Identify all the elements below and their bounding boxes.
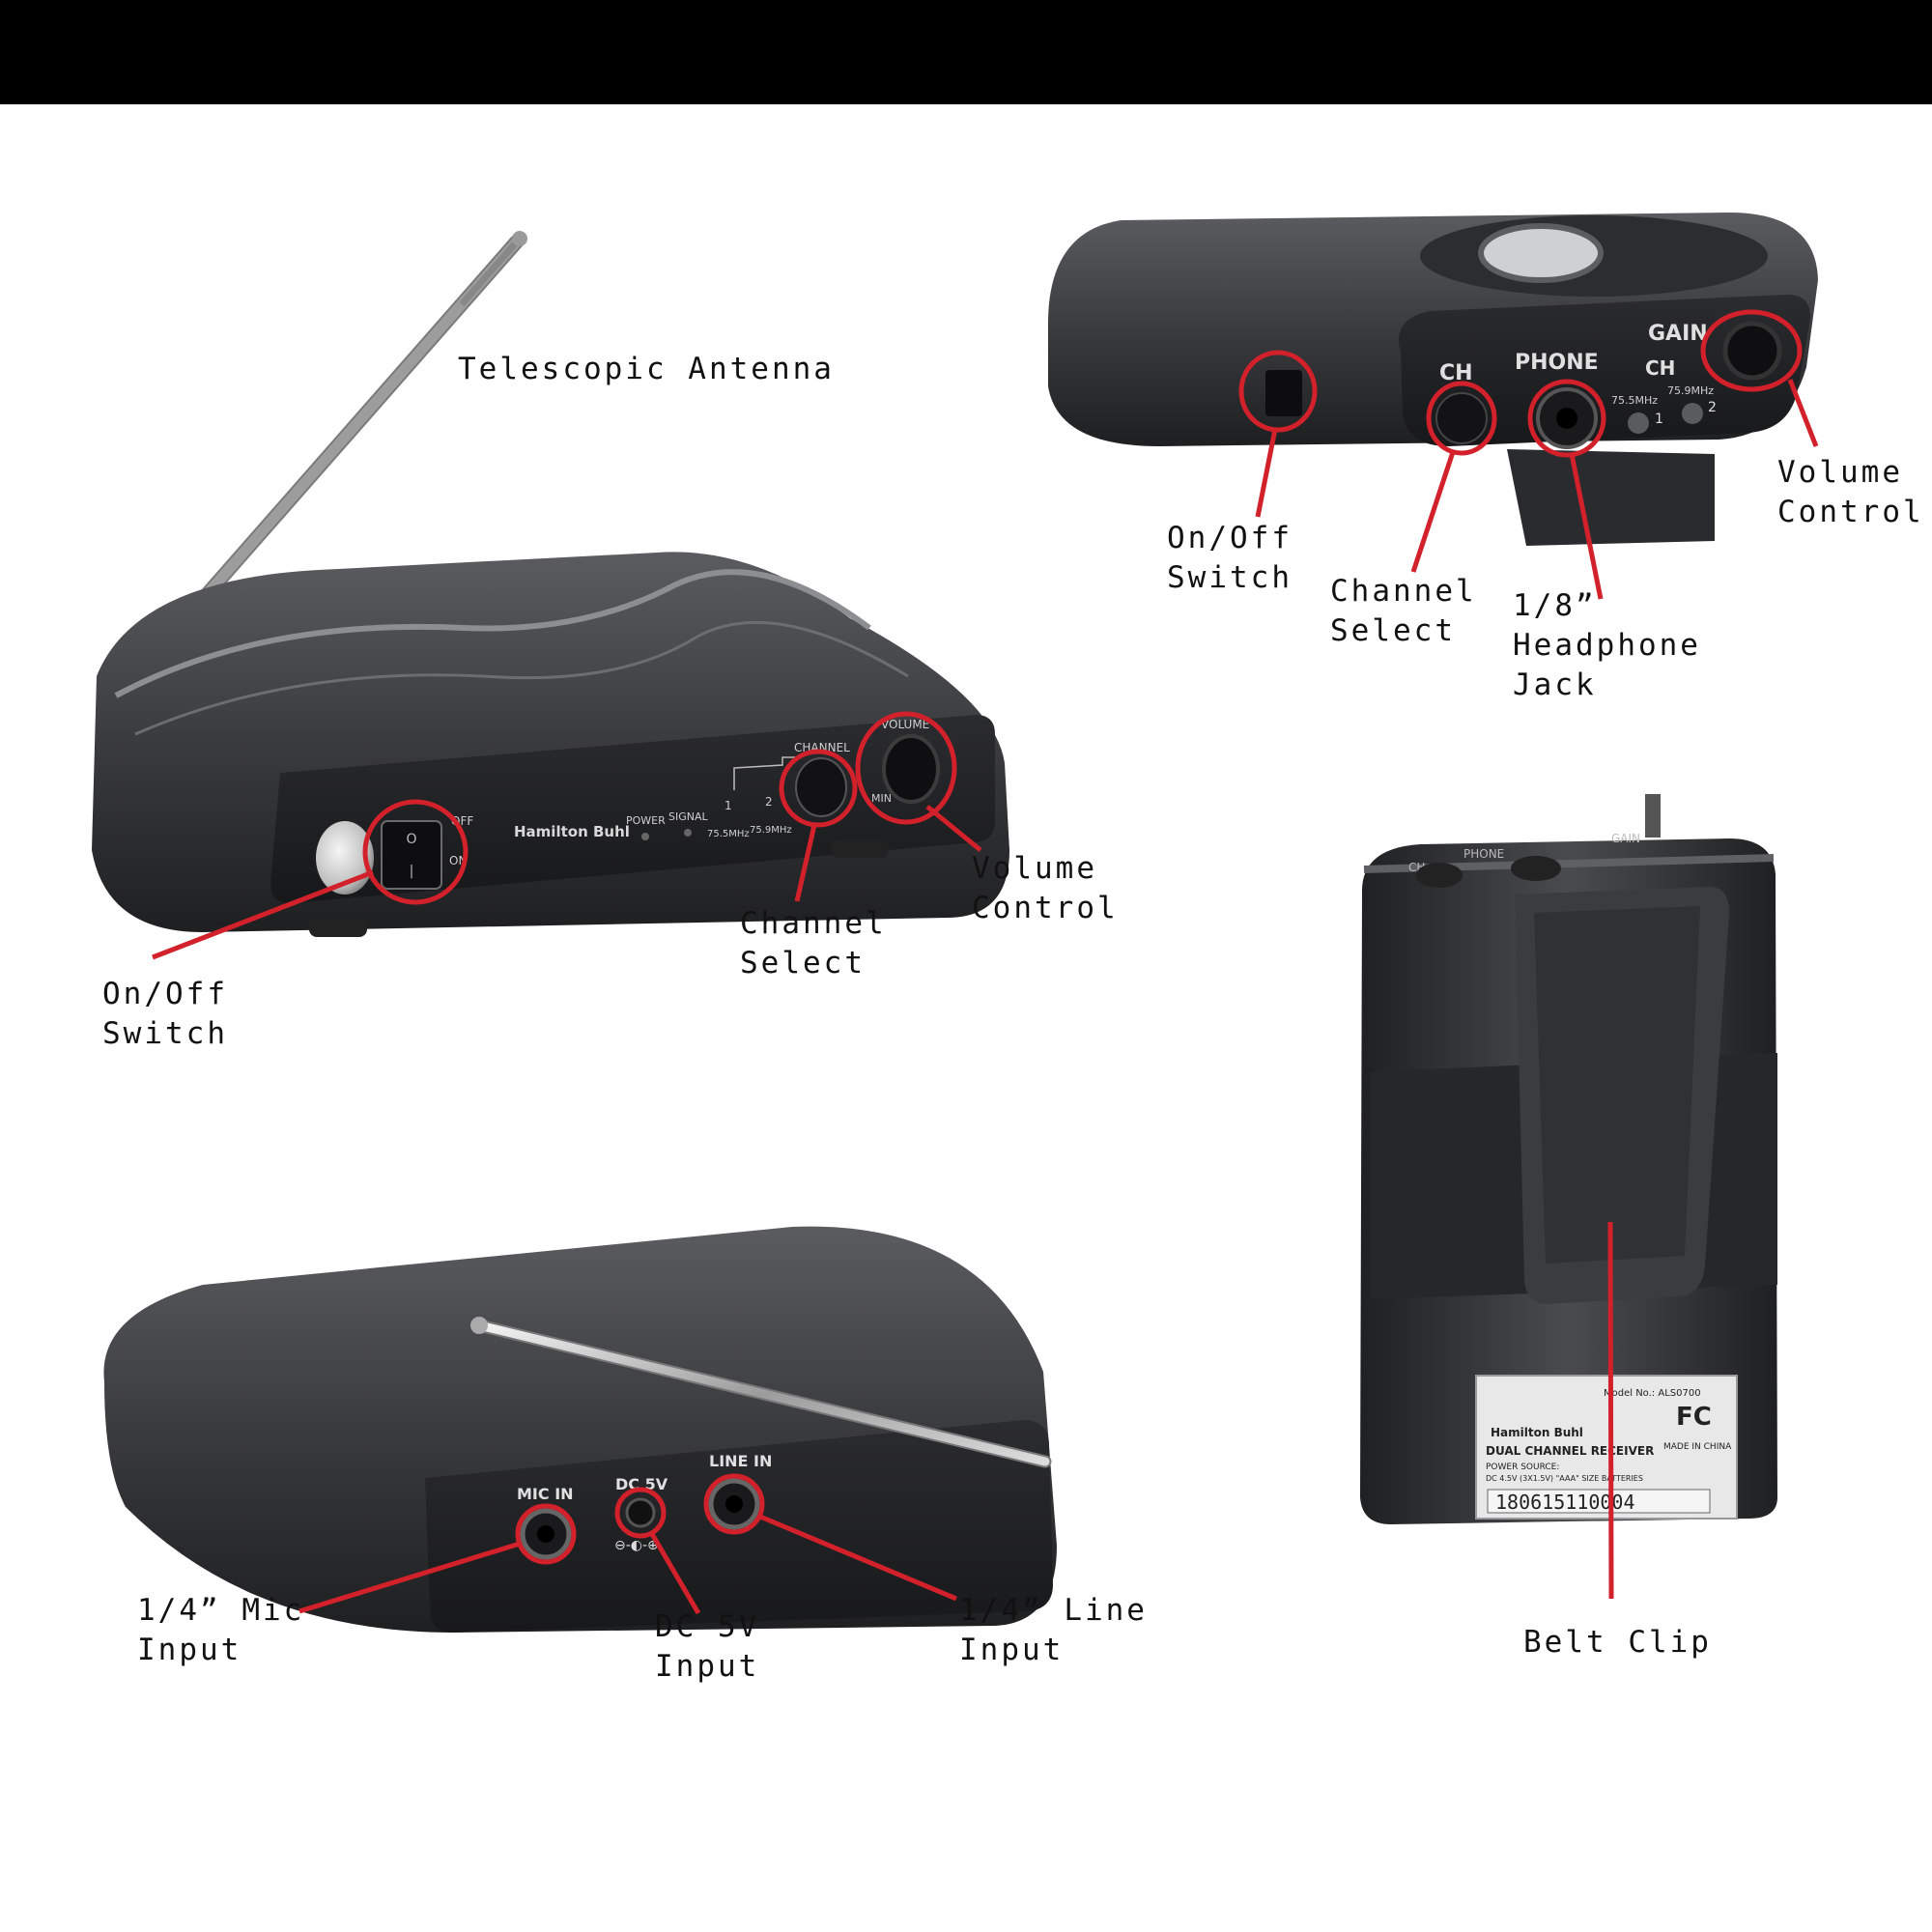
callout-line-pocket-volume <box>1787 379 1819 447</box>
base-volume-text: VOLUME <box>881 718 929 731</box>
dc-input-jack[interactable] <box>625 1497 656 1528</box>
base-ch2-text: 2 <box>765 795 773 809</box>
pocket-ch-text: CH <box>1439 361 1473 385</box>
callout-line-dc <box>649 1532 701 1615</box>
callout-line-line <box>759 1514 957 1602</box>
back-phone-text: PHONE <box>1463 847 1504 861</box>
svg-text:|: | <box>410 864 414 879</box>
callout-ring-pocket-headphone <box>1527 379 1606 458</box>
pocket-led1-text: 1 <box>1655 412 1663 427</box>
pocket-top-button <box>1478 223 1604 283</box>
on-off-rocker-switch[interactable] <box>381 820 442 890</box>
pocket-clip-front <box>1507 449 1715 546</box>
callout-line-base-volume <box>925 805 982 852</box>
base-power-text: POWER <box>626 814 666 827</box>
rear-mic-in-text: MIC IN <box>517 1485 574 1503</box>
pocket-receiver-top: CH PHONE GAIN CH 75.5MHz 75.9MHz 1 2 <box>1048 213 1819 600</box>
base-freq2-text: 75.9MHz <box>750 825 792 836</box>
sticker-model-text: Model No.: ALS0700 <box>1604 1388 1701 1399</box>
callout-line-base-channel <box>794 824 817 902</box>
top-black-bar <box>0 0 1932 104</box>
base-ch1-text: 1 <box>724 799 732 812</box>
svg-text:O: O <box>406 832 416 847</box>
pocket-led-2 <box>1682 403 1703 424</box>
base-freq1-text: 75.5MHz <box>707 829 750 839</box>
rear-line-in-text: LINE IN <box>709 1452 772 1470</box>
callout-line-mic <box>298 1541 521 1614</box>
pocket-back-gain-shaft <box>1645 794 1661 838</box>
pocket-gain-text: GAIN <box>1648 322 1708 346</box>
pocket-on-off-slider[interactable] <box>1265 370 1302 416</box>
sticker-fcc-text: FC <box>1676 1403 1712 1432</box>
signal-led <box>684 829 692 837</box>
sticker-title-text: DUAL CHANNEL RECEIVER <box>1486 1444 1654 1458</box>
callout-ring-pocket-volume <box>1700 309 1803 392</box>
callout-line-pocket-channel <box>1410 451 1456 573</box>
pocket-gain-knob[interactable] <box>1722 321 1782 381</box>
callout-ring-pocket-onoff <box>1238 350 1318 433</box>
pocket-receiver-back: CH PHONE GAIN Model No.: ALS0700 FC Hami… <box>1360 794 1777 1600</box>
callout-line-belt-clip <box>1607 1221 1614 1600</box>
sticker-dc-text: DC 4.5V (3X1.5V) "AAA" SIZE BATTERIES <box>1486 1474 1643 1483</box>
callout-ring-base-volume <box>855 711 957 825</box>
base-min-text: MIN <box>871 792 892 805</box>
callout-ring-dc <box>614 1487 667 1539</box>
pocket-freq1-text: 75.5MHz <box>1611 394 1658 407</box>
sticker-made-text: MADE IN CHINA <box>1663 1442 1732 1452</box>
pocket-ch-small-text: CH <box>1645 356 1675 380</box>
callout-line-base-onoff <box>152 869 374 960</box>
pocket-led-1 <box>1628 412 1649 434</box>
pocket-channel-button[interactable] <box>1435 392 1488 444</box>
callout-ring-base-onoff <box>362 799 469 905</box>
power-led <box>641 833 649 840</box>
base-signal-text: SIGNAL <box>668 810 709 823</box>
callout-line-pocket-onoff <box>1255 428 1278 518</box>
sticker-brand-text: Hamilton Buhl <box>1491 1426 1583 1439</box>
callout-ring-base-channel <box>779 749 858 828</box>
callout-line-pocket-headphone <box>1569 453 1604 600</box>
telescopic-antenna <box>168 231 527 638</box>
sticker-serial-text: 180615110004 <box>1495 1491 1635 1514</box>
pocket-phone-text: PHONE <box>1515 351 1599 375</box>
label-belt-clip: Belt Clip <box>1523 1625 1712 1660</box>
base-transmitter-front: O | OFF ON Hamilton Buhl POWER SIGNAL CH… <box>92 231 1009 960</box>
pocket-freq2-text: 75.9MHz <box>1667 384 1714 397</box>
svg-text:⊖-◐-⊕: ⊖-◐-⊕ <box>614 1538 659 1553</box>
sticker-power-text: POWER SOURCE: <box>1486 1463 1559 1472</box>
base-channel-button[interactable] <box>795 757 847 817</box>
callout-ring-mic <box>515 1503 577 1565</box>
base-volume-knob[interactable] <box>882 734 940 804</box>
brand-logo-text: Hamilton Buhl <box>514 823 630 840</box>
label-telescopic-antenna: Telescopic Antenna <box>458 352 835 386</box>
base-transmitter-rear: MIC IN DC 5V LINE IN ⊖-◐-⊕ <box>103 1226 1057 1633</box>
callout-ring-pocket-channel <box>1426 381 1497 456</box>
rear-dc-text: DC 5V <box>615 1475 668 1493</box>
callout-ring-line <box>703 1473 765 1535</box>
pocket-led2-text: 2 <box>1708 400 1717 415</box>
back-gain-text: GAIN <box>1611 832 1640 845</box>
